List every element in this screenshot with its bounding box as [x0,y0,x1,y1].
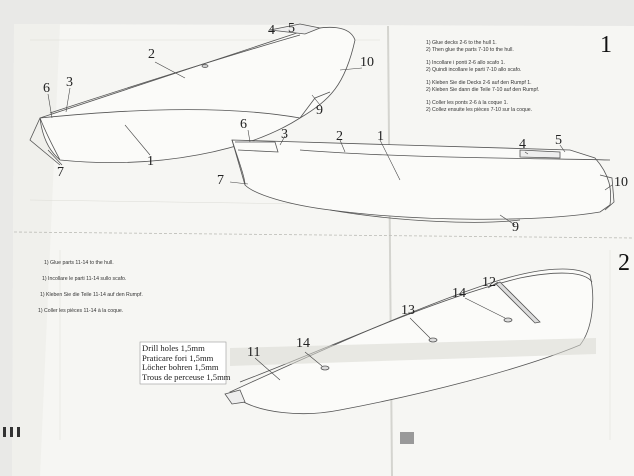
registration-marks [3,427,414,444]
callout: 11 [247,345,261,360]
instruction-line: 2) Quindi incollare le parti 7-10 allo s… [426,67,522,73]
instruction-line: 1) Glue parts 11-14 to the hull. [44,260,114,266]
instruction-line: 1) Coller les ponts 2-6 à la coque 1. [426,100,508,106]
callout: 5 [288,21,295,36]
callout: 12 [482,275,496,290]
callout: 1 [377,129,384,144]
callout: 10 [614,175,628,190]
instruction-line: 1) Coller les pièces 11-14 à la coque. [38,308,124,314]
step-number-2: 2 [618,250,630,276]
drill-note-line: Trous de perceuse 1,5mm [142,371,231,382]
instruction-line: 2) Kleben Sie dann die Teile 7-10 auf de… [426,87,540,93]
instruction-line: 1) Glue decks 2-6 to the hull 1. [426,40,497,46]
callout: 14 [452,286,466,301]
callout: 6 [240,117,247,132]
page-fold [387,25,393,476]
instruction-line: 2) Then glue the parts 7-10 to the hull. [426,47,514,53]
instruction-line: 2) Collez ensuite les pièces 7-10 sur la… [426,107,533,113]
callout: 7 [57,165,64,180]
callout: 1 [147,154,154,169]
step-number-1: 1 [600,32,612,58]
callout: 9 [512,220,519,235]
instruction-line: 1) Kleben Sie die Teile 11-14 auf den Ru… [40,292,143,298]
callout: 2 [148,47,155,62]
instruction-line: 1) Kleben Sie die Decks 2-6 auf den Rump… [426,80,532,86]
callout: 3 [66,75,73,90]
drill-note-line: Drill holes 1,5mm [142,343,205,353]
drill-note: Drill holes 1,5mm Praticare fori 1,5mm L… [142,343,231,382]
callout: 14 [296,336,310,351]
callout: 13 [401,303,415,318]
drill-note-line: Praticare fori 1,5mm [142,352,214,363]
hull-side-view-step1 [231,139,615,223]
callout: 4 [519,137,526,152]
step1-instructions: 1) Glue decks 2-6 to the hull 1. 2) Then… [426,40,539,114]
callout: 9 [316,103,323,118]
callout: 3 [281,127,288,142]
callout: 4 [268,23,275,38]
callout: 10 [360,55,374,70]
callout: 6 [43,81,50,96]
instruction-line: 1) Incollare i ponti 2-6 allo scafo 1. [426,60,506,66]
drill-note-line: Löcher bohren 1,5mm [142,362,219,373]
instruction-line: 1) Incollare le parti 11-14 sullo scafo. [42,276,127,282]
callout: 2 [336,129,343,144]
callout: 7 [217,173,224,188]
callout: 5 [555,133,562,148]
drill-note-box [139,341,227,385]
